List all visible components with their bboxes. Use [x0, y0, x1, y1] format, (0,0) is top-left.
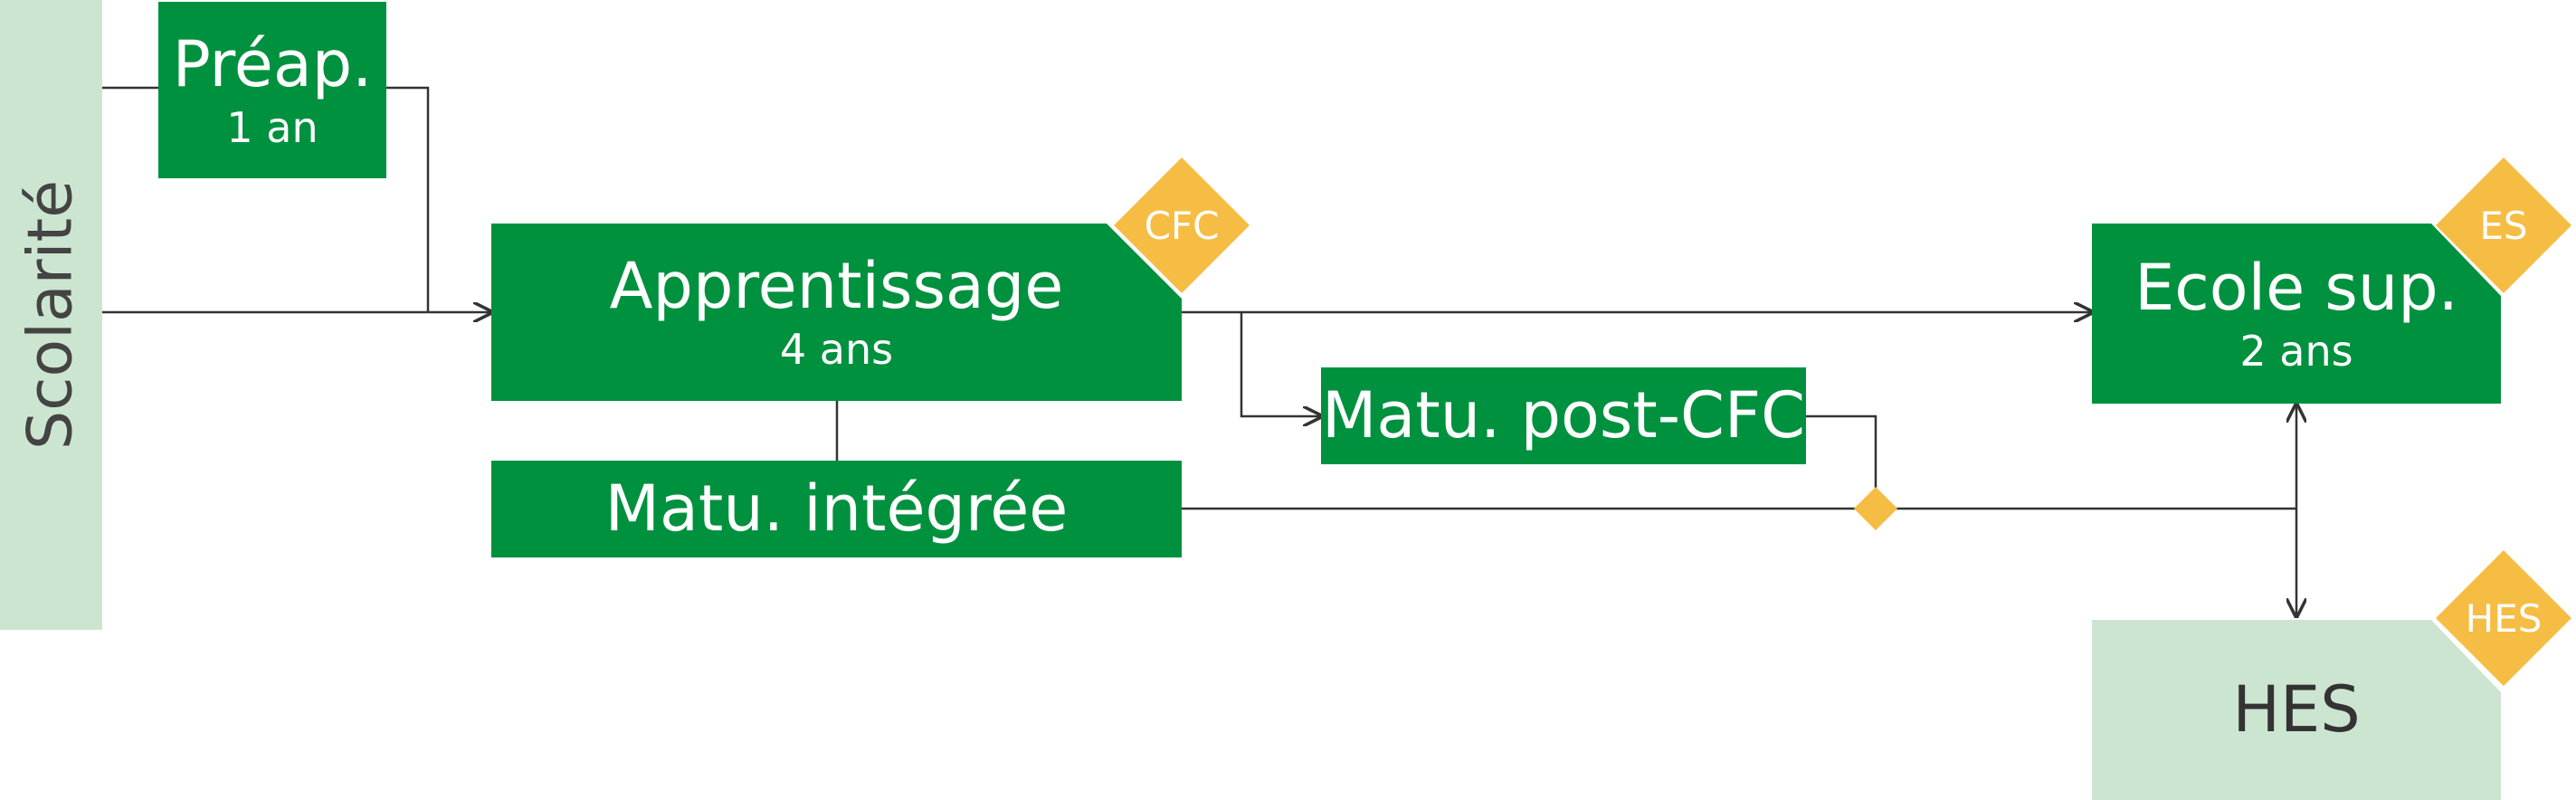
line-apprentissage-matupostcfc [1240, 312, 1321, 416]
ecole-sup-duration: 2 ans [2239, 326, 2353, 376]
ecole-sup-box: Ecole sup. 2 ans [2092, 224, 2501, 404]
hes-title: HES [2232, 672, 2361, 747]
matu-integree-title: Matu. intégrée [604, 471, 1069, 546]
preap-title: Préap. [172, 26, 373, 101]
cfc-badge-label: CFC [1144, 203, 1220, 248]
scolarite-bar: Scolarité [0, 0, 102, 630]
matu-integree-box: Matu. intégrée [491, 461, 1182, 557]
apprentissage-duration: 4 ans [779, 325, 894, 375]
apprentissage-box: Apprentissage 4 ans [491, 224, 1182, 401]
line-preap-down [386, 86, 430, 312]
preap-box: Préap. 1 an [158, 2, 386, 178]
hes-box: HES [2092, 620, 2501, 800]
apprentissage-title: Apprentissage [609, 249, 1064, 324]
scolarite-label: Scolarité [14, 179, 87, 451]
preap-duration: 1 an [226, 102, 318, 152]
ecole-sup-title: Ecole sup. [2134, 250, 2458, 325]
matu-post-cfc-box: Matu. post-CFC [1321, 367, 1806, 464]
line-matupostcfc-junction [1806, 414, 1877, 493]
hes-badge-label: HES [2465, 595, 2543, 641]
matu-post-cfc-title: Matu. post-CFC [1321, 378, 1806, 452]
es-badge-label: ES [2479, 203, 2528, 248]
